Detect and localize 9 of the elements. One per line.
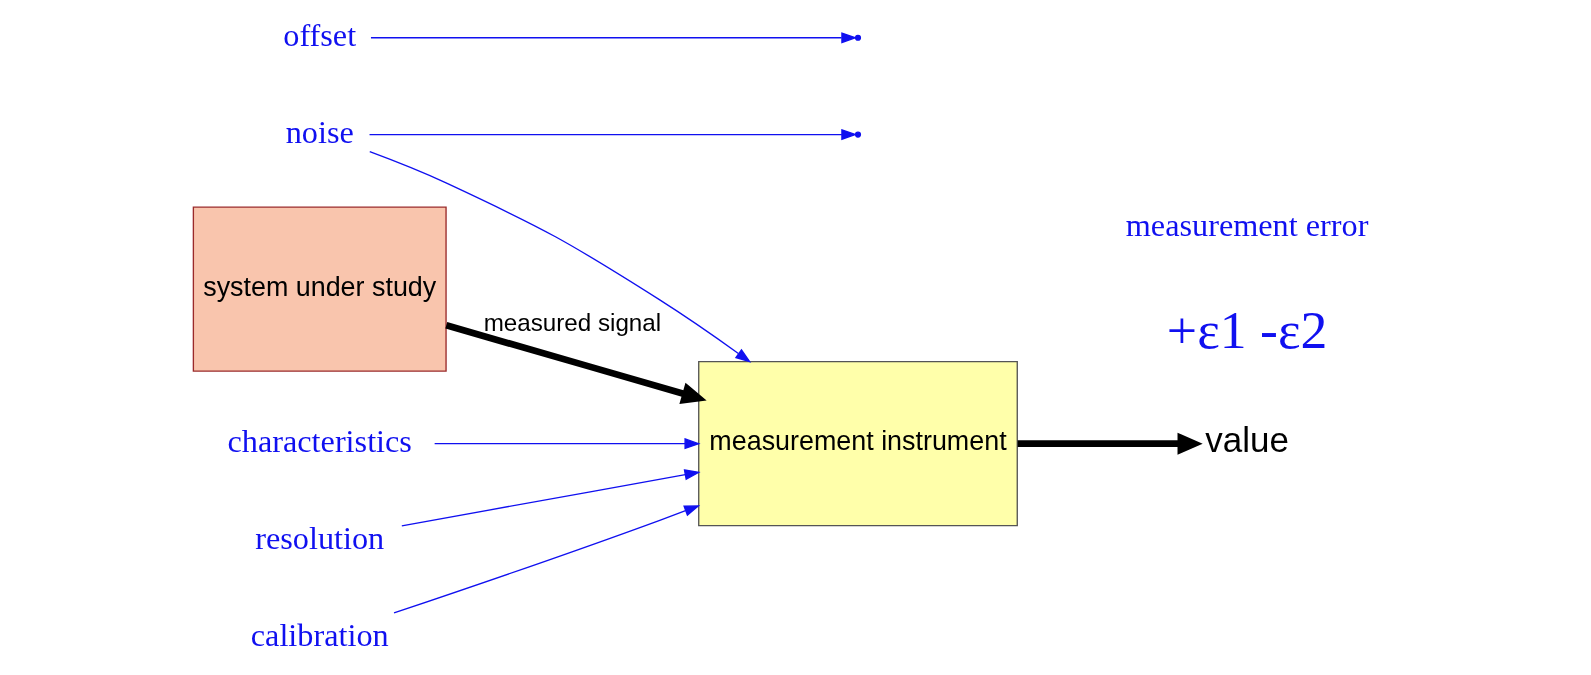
node-text: noise: [285, 113, 354, 150]
node-text: characteristics: [227, 423, 412, 460]
node-text: calibration: [250, 616, 389, 653]
label: +ε1 -ε2: [1166, 300, 1328, 361]
node-text: value: [1205, 420, 1289, 460]
node-text: offset: [283, 17, 357, 54]
edge-label: measured signal: [483, 309, 662, 337]
node-text: resolution: [255, 519, 385, 556]
label: measurement error: [1125, 206, 1369, 243]
